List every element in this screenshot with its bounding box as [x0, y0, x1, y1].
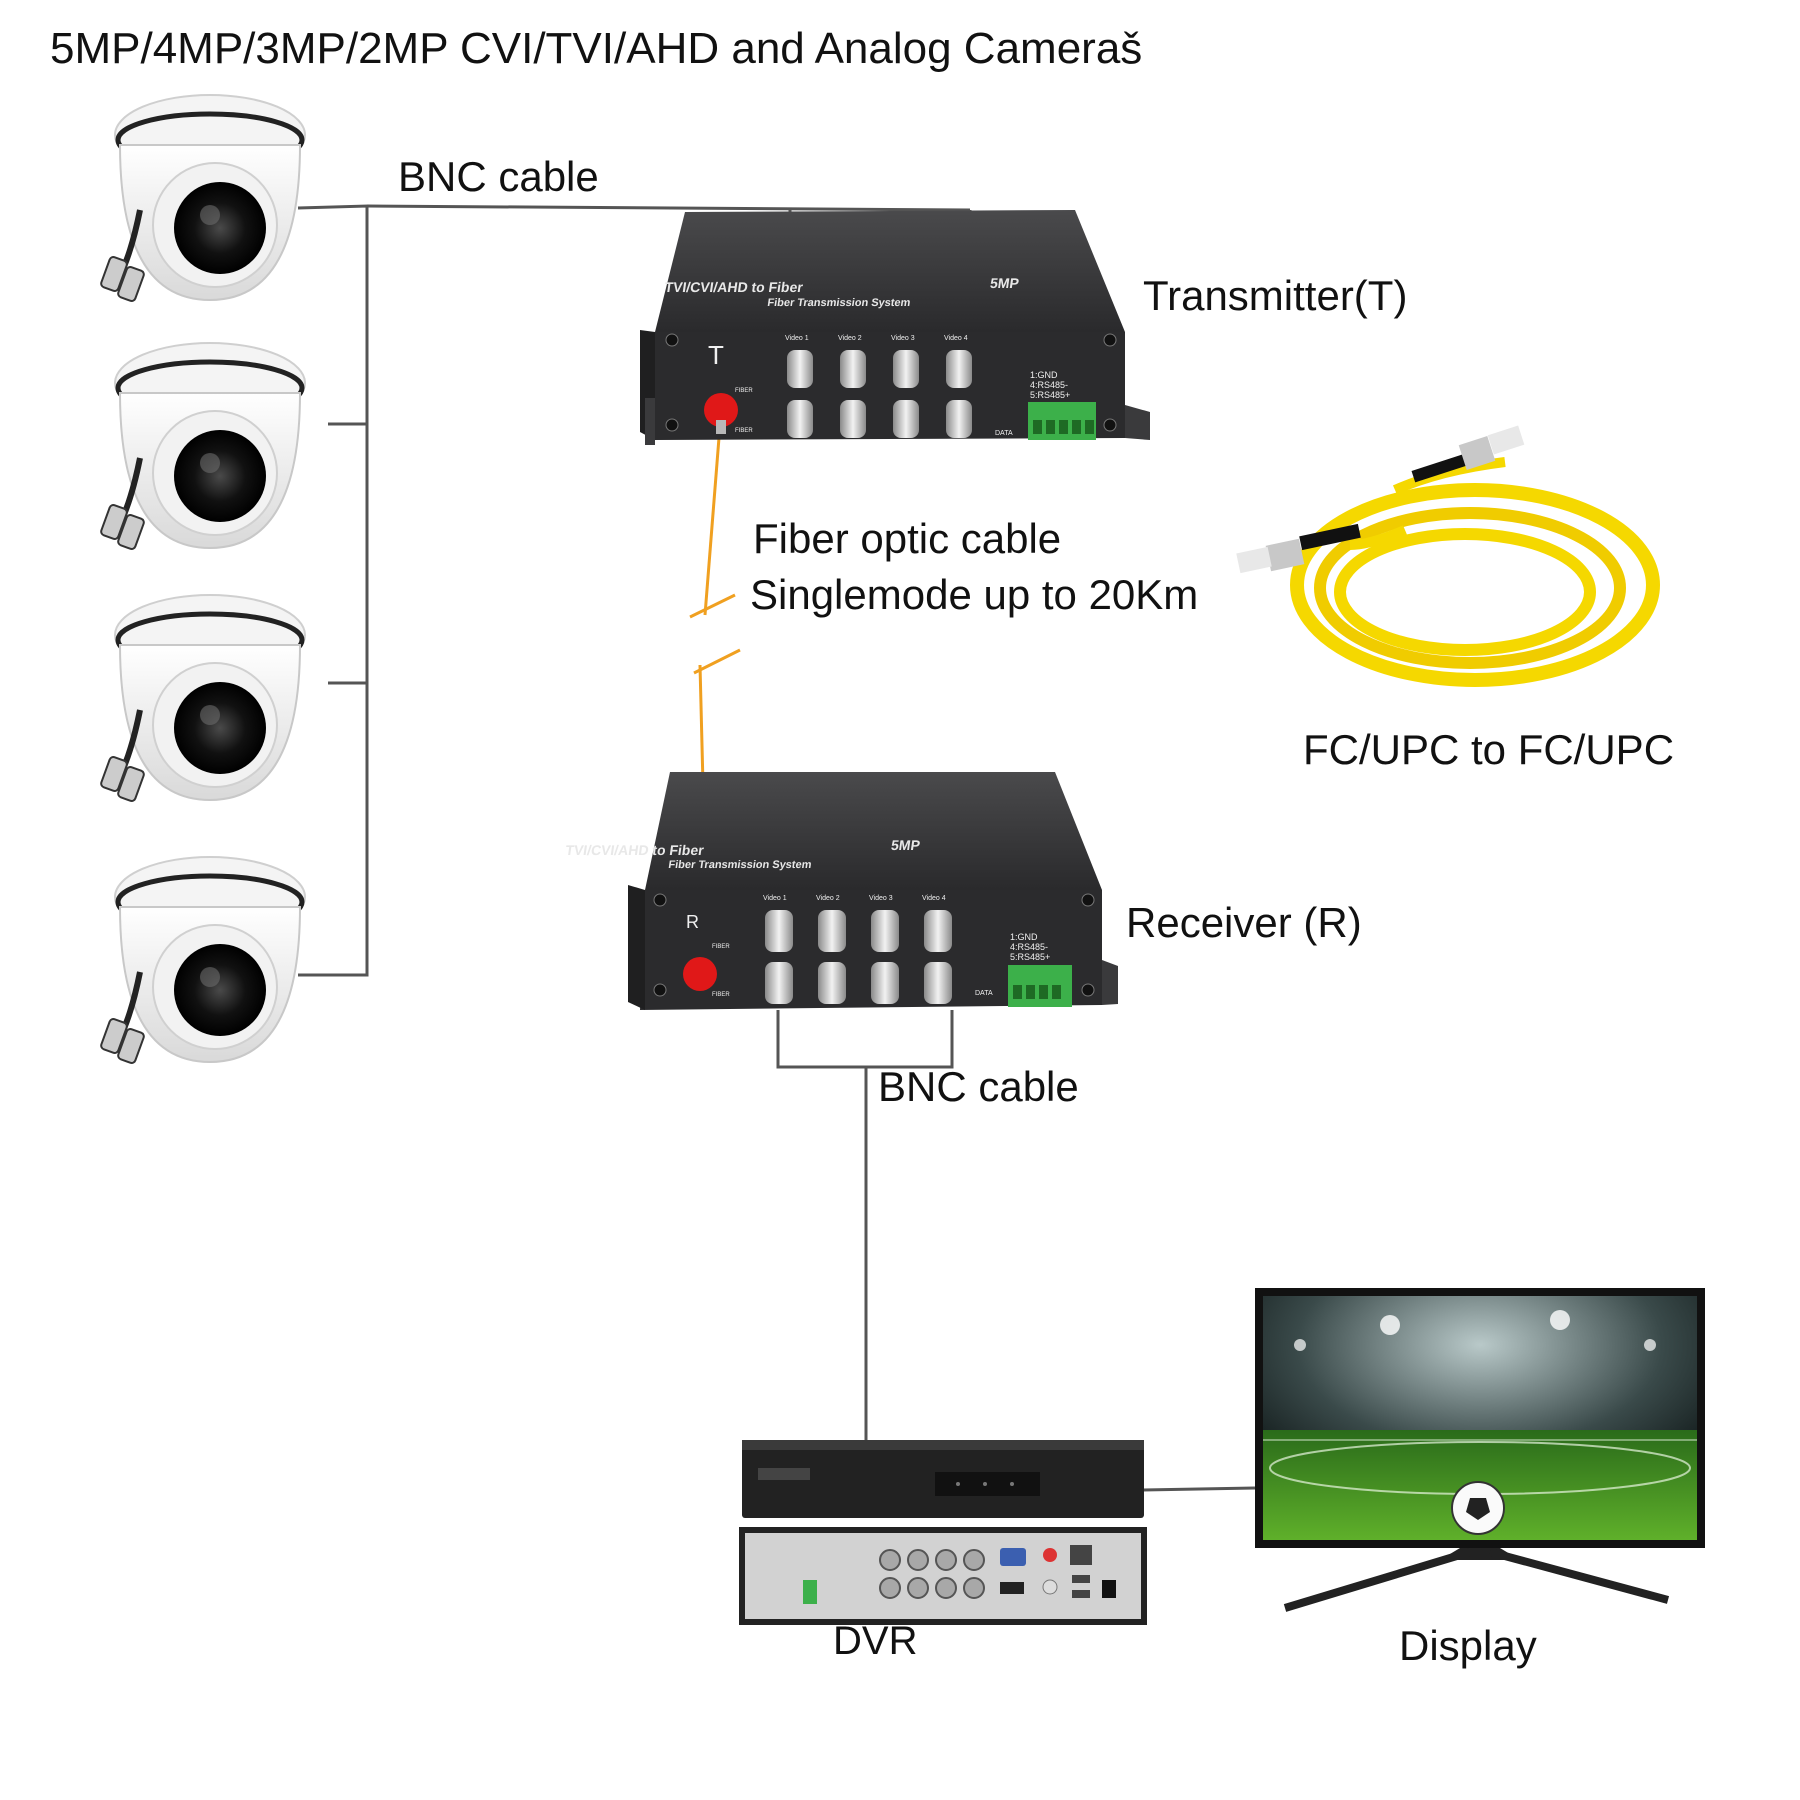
tx-terminal-block	[1028, 402, 1096, 440]
dome-camera-1	[100, 94, 306, 302]
dvr-recorder	[739, 1440, 1147, 1625]
rx-fiber-label: FIBER	[712, 944, 730, 950]
rx-terminal-block	[1008, 965, 1072, 1007]
rx-video-3-label: Video 3	[869, 895, 893, 902]
tx-bnc-ports	[787, 350, 972, 438]
dome-camera-4	[100, 856, 306, 1064]
rx-letter: R	[686, 912, 699, 932]
rx-video-1-label: Video 1	[763, 895, 787, 902]
tx-video-4-label: Video 4	[944, 335, 968, 342]
receiver-unit: TVI/CVI/AHD to Fiber Fiber Transmission …	[564, 772, 1118, 1010]
cable-break-icon	[689, 593, 741, 675]
tx-pin-label-1: 1:GND	[1030, 370, 1058, 380]
tx-fiber-connector-icon	[704, 393, 738, 427]
lan-port-icon	[1070, 1545, 1092, 1565]
tx-model-line1: TVI/CVI/AHD to Fiber	[664, 279, 805, 295]
singlemode-label: Singlemode up to 20Km	[750, 571, 1199, 618]
rx-pin-label-3: 5:RS485+	[1010, 952, 1050, 962]
fiber-patch-cable-image	[1236, 425, 1660, 687]
transmitter-unit: TVI/CVI/AHD to Fiber Fiber Transmission …	[640, 210, 1150, 445]
tx-fiber-label-2: FIBER	[735, 428, 753, 434]
page-title: 5MP/4MP/3MP/2MP CVI/TVI/AHD and Analog C…	[50, 24, 1143, 73]
rx-data-label: DATA	[975, 990, 993, 997]
fiber-optic-cable-label: Fiber optic cable	[753, 515, 1062, 562]
receiver-label: Receiver (R)	[1126, 899, 1362, 946]
tx-badge: 5MP	[989, 275, 1020, 291]
tx-pin-label-3: 5:RS485+	[1030, 390, 1070, 400]
dvr-bnc-inputs	[879, 1549, 985, 1599]
rx-model-line2: Fiber Transmission System	[668, 859, 813, 871]
tx-video-1-label: Video 1	[785, 335, 809, 342]
tx-video-3-label: Video 3	[891, 335, 915, 342]
dome-camera-3	[100, 594, 306, 802]
display-label: Display	[1399, 1622, 1537, 1669]
dvr-label: DVR	[833, 1619, 918, 1663]
fc-connector-left-icon	[1236, 523, 1361, 574]
rx-fiber-label-2: FIBER	[712, 992, 730, 998]
tx-model-line2: Fiber Transmission System	[767, 297, 912, 309]
tx-pin-label-2: 4:RS485-	[1030, 380, 1068, 390]
tx-letter: T	[708, 340, 724, 370]
bnc-cable-label-bottom: BNC cable	[878, 1063, 1079, 1110]
rx-model-line1: TVI/CVI/AHD to Fiber	[564, 842, 705, 858]
rx-video-4-label: Video 4	[922, 895, 946, 902]
bnc-wiring-dvr	[776, 1010, 1256, 1492]
rx-video-2-label: Video 2	[816, 895, 840, 902]
hdmi-port-icon	[1000, 1582, 1024, 1594]
dome-camera-2	[100, 342, 306, 550]
fc-connector-top-icon	[1411, 425, 1525, 483]
rx-pin-label-1: 1:GND	[1010, 932, 1038, 942]
fc-upc-label: FC/UPC to FC/UPC	[1303, 726, 1675, 773]
tx-data-label: DATA	[995, 430, 1013, 437]
bnc-cable-label-top: BNC cable	[398, 153, 599, 200]
tx-fiber-label: FIBER	[735, 388, 753, 394]
display-monitor	[1255, 1288, 1705, 1612]
rx-bnc-ports	[765, 910, 952, 1004]
rx-badge: 5MP	[890, 837, 921, 853]
vga-port-icon	[1000, 1548, 1026, 1566]
rx-pin-label-2: 4:RS485-	[1010, 942, 1048, 952]
rx-fiber-connector-icon	[683, 957, 717, 991]
transmitter-label: Transmitter(T)	[1143, 272, 1408, 319]
tx-video-2-label: Video 2	[838, 335, 862, 342]
